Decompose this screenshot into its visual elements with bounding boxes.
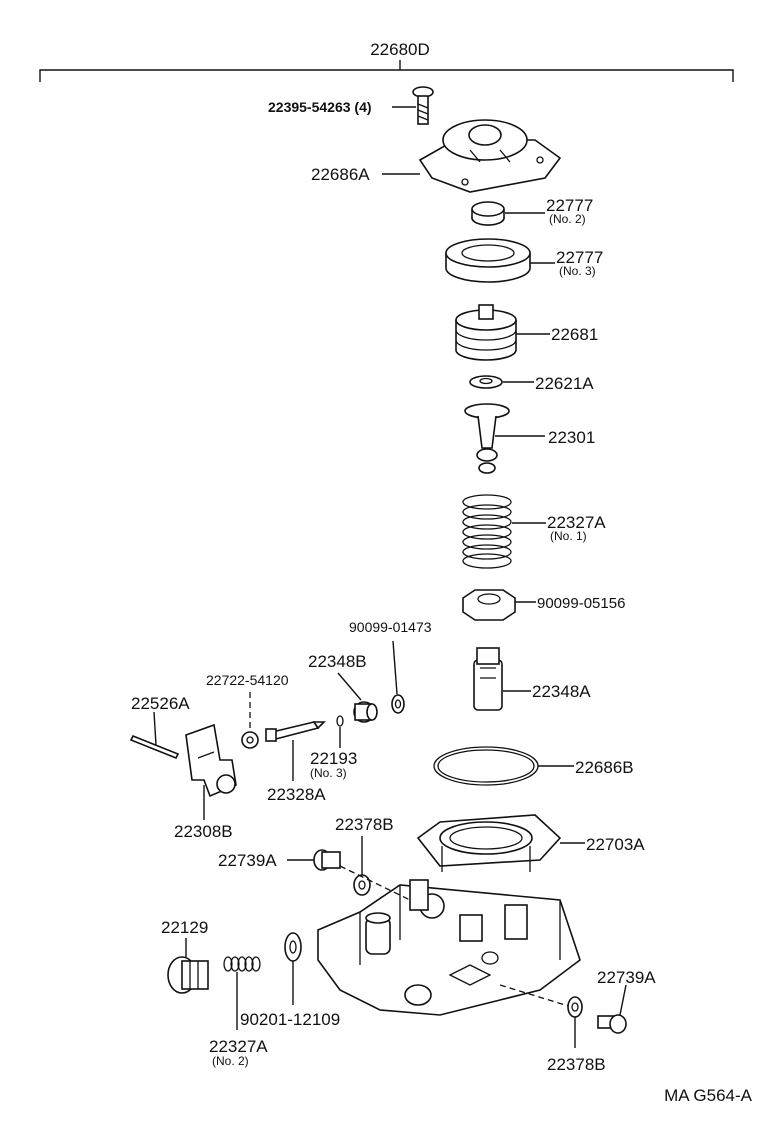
assembly-label: 22680D	[370, 40, 430, 59]
label-22739A-left: 22739A	[218, 851, 277, 870]
label-22193: 22193	[310, 749, 357, 768]
label-22777-no2: 22777	[546, 196, 593, 215]
body-22703A	[416, 814, 562, 872]
washer-22378B-bottom	[567, 996, 583, 1018]
label-22703A: 22703A	[586, 835, 645, 854]
ring-part-no3	[445, 238, 531, 283]
diagram-code: MA G564-A	[664, 1086, 753, 1105]
label-90099-05156: 90099-05156	[537, 595, 625, 612]
plug-22129	[167, 956, 209, 994]
o-ring-part	[433, 746, 539, 786]
label-22686A: 22686A	[311, 165, 370, 184]
label-22395-54263: 22395-54263 (4)	[268, 99, 372, 115]
washer-90099-01473	[391, 694, 405, 714]
o-ring-22193	[336, 715, 344, 727]
valve-part	[464, 403, 510, 474]
label-22348B: 22348B	[308, 652, 367, 671]
label-22681: 22681	[551, 325, 598, 344]
label-22526A: 22526A	[131, 694, 190, 713]
label-22129: 22129	[161, 918, 208, 937]
label-90201-12109: 90201-12109	[240, 1010, 340, 1029]
washer-22378B-top	[353, 874, 371, 896]
label-22327A-no1: 22327A	[547, 513, 606, 532]
nut-part	[462, 589, 516, 621]
spring-part	[462, 494, 512, 569]
pin-22526A	[129, 734, 180, 760]
label-22378B-bottom: 22378B	[547, 1055, 606, 1074]
bolt-22739A-right	[597, 1014, 627, 1034]
bolt-part	[412, 86, 434, 125]
plug-22348B	[353, 701, 378, 723]
label-22301: 22301	[548, 428, 595, 447]
label-22378B-top: 22378B	[335, 815, 394, 834]
label-22777-no3-sub: (No. 3)	[559, 264, 596, 278]
guide-part	[473, 647, 503, 711]
label-22328A: 22328A	[267, 785, 326, 804]
label-22348A: 22348A	[532, 682, 591, 701]
label-22777-no3: 22777	[556, 248, 603, 267]
label-22327A-no2: 22327A	[209, 1037, 268, 1056]
screw-22722	[241, 731, 259, 749]
spring-22327A-no2	[223, 956, 261, 972]
assembly-bracket	[39, 60, 734, 82]
label-22193-sub: (No. 3)	[310, 766, 347, 780]
label-22327A-no1-sub: (No. 1)	[550, 529, 587, 543]
label-22621A: 22621A	[535, 374, 594, 393]
label-22327A-no2-sub: (No. 2)	[212, 1054, 249, 1068]
cover-part	[418, 119, 562, 193]
label-90099-01473: 90099-01473	[349, 619, 432, 635]
label-22739A-right: 22739A	[597, 968, 656, 987]
rubber-part-no2	[471, 201, 505, 226]
bolt-22739A-left	[313, 849, 341, 871]
label-22777-no2-sub: (No. 2)	[549, 212, 586, 226]
gasket-90201	[284, 932, 302, 962]
piston-part	[455, 304, 517, 361]
label-22308B: 22308B	[174, 822, 233, 841]
label-22686B: 22686B	[575, 758, 634, 777]
needle-22328A	[265, 721, 326, 742]
washer-part	[469, 375, 503, 389]
lever-22308B	[185, 723, 237, 798]
label-22722-54120: 22722-54120	[206, 672, 289, 688]
housing-part	[317, 879, 581, 1016]
